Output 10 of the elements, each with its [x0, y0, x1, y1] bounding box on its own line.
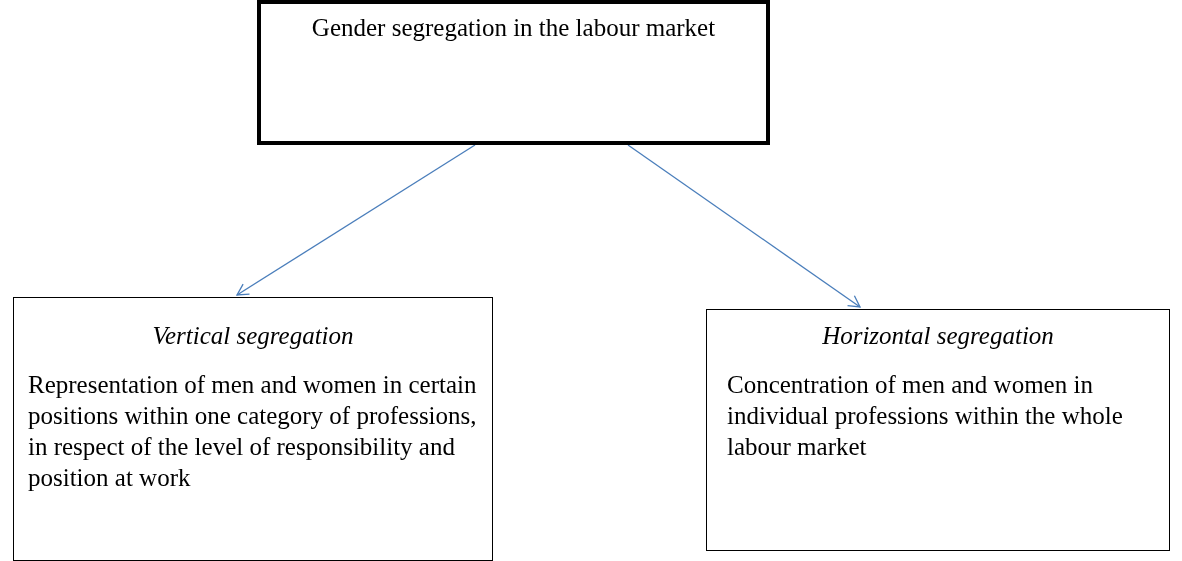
text-box — [257, 0, 770, 145]
arrow — [627, 144, 861, 308]
box-heading: Vertical segregation — [151, 321, 355, 351]
arrow — [236, 144, 476, 296]
box-text: Representation of men and women in certain positions within one category of professions, in respect of the level of responsibility and position at work — [28, 370, 478, 493]
text-box — [706, 309, 1170, 551]
box-text: Gender segregation in the labour market — [310, 13, 717, 43]
box-heading: Horizontal segregation — [821, 321, 1055, 351]
text-box — [13, 297, 493, 561]
box-text: Concentration of men and women in individual professions within the whole labour market — [727, 370, 1124, 462]
